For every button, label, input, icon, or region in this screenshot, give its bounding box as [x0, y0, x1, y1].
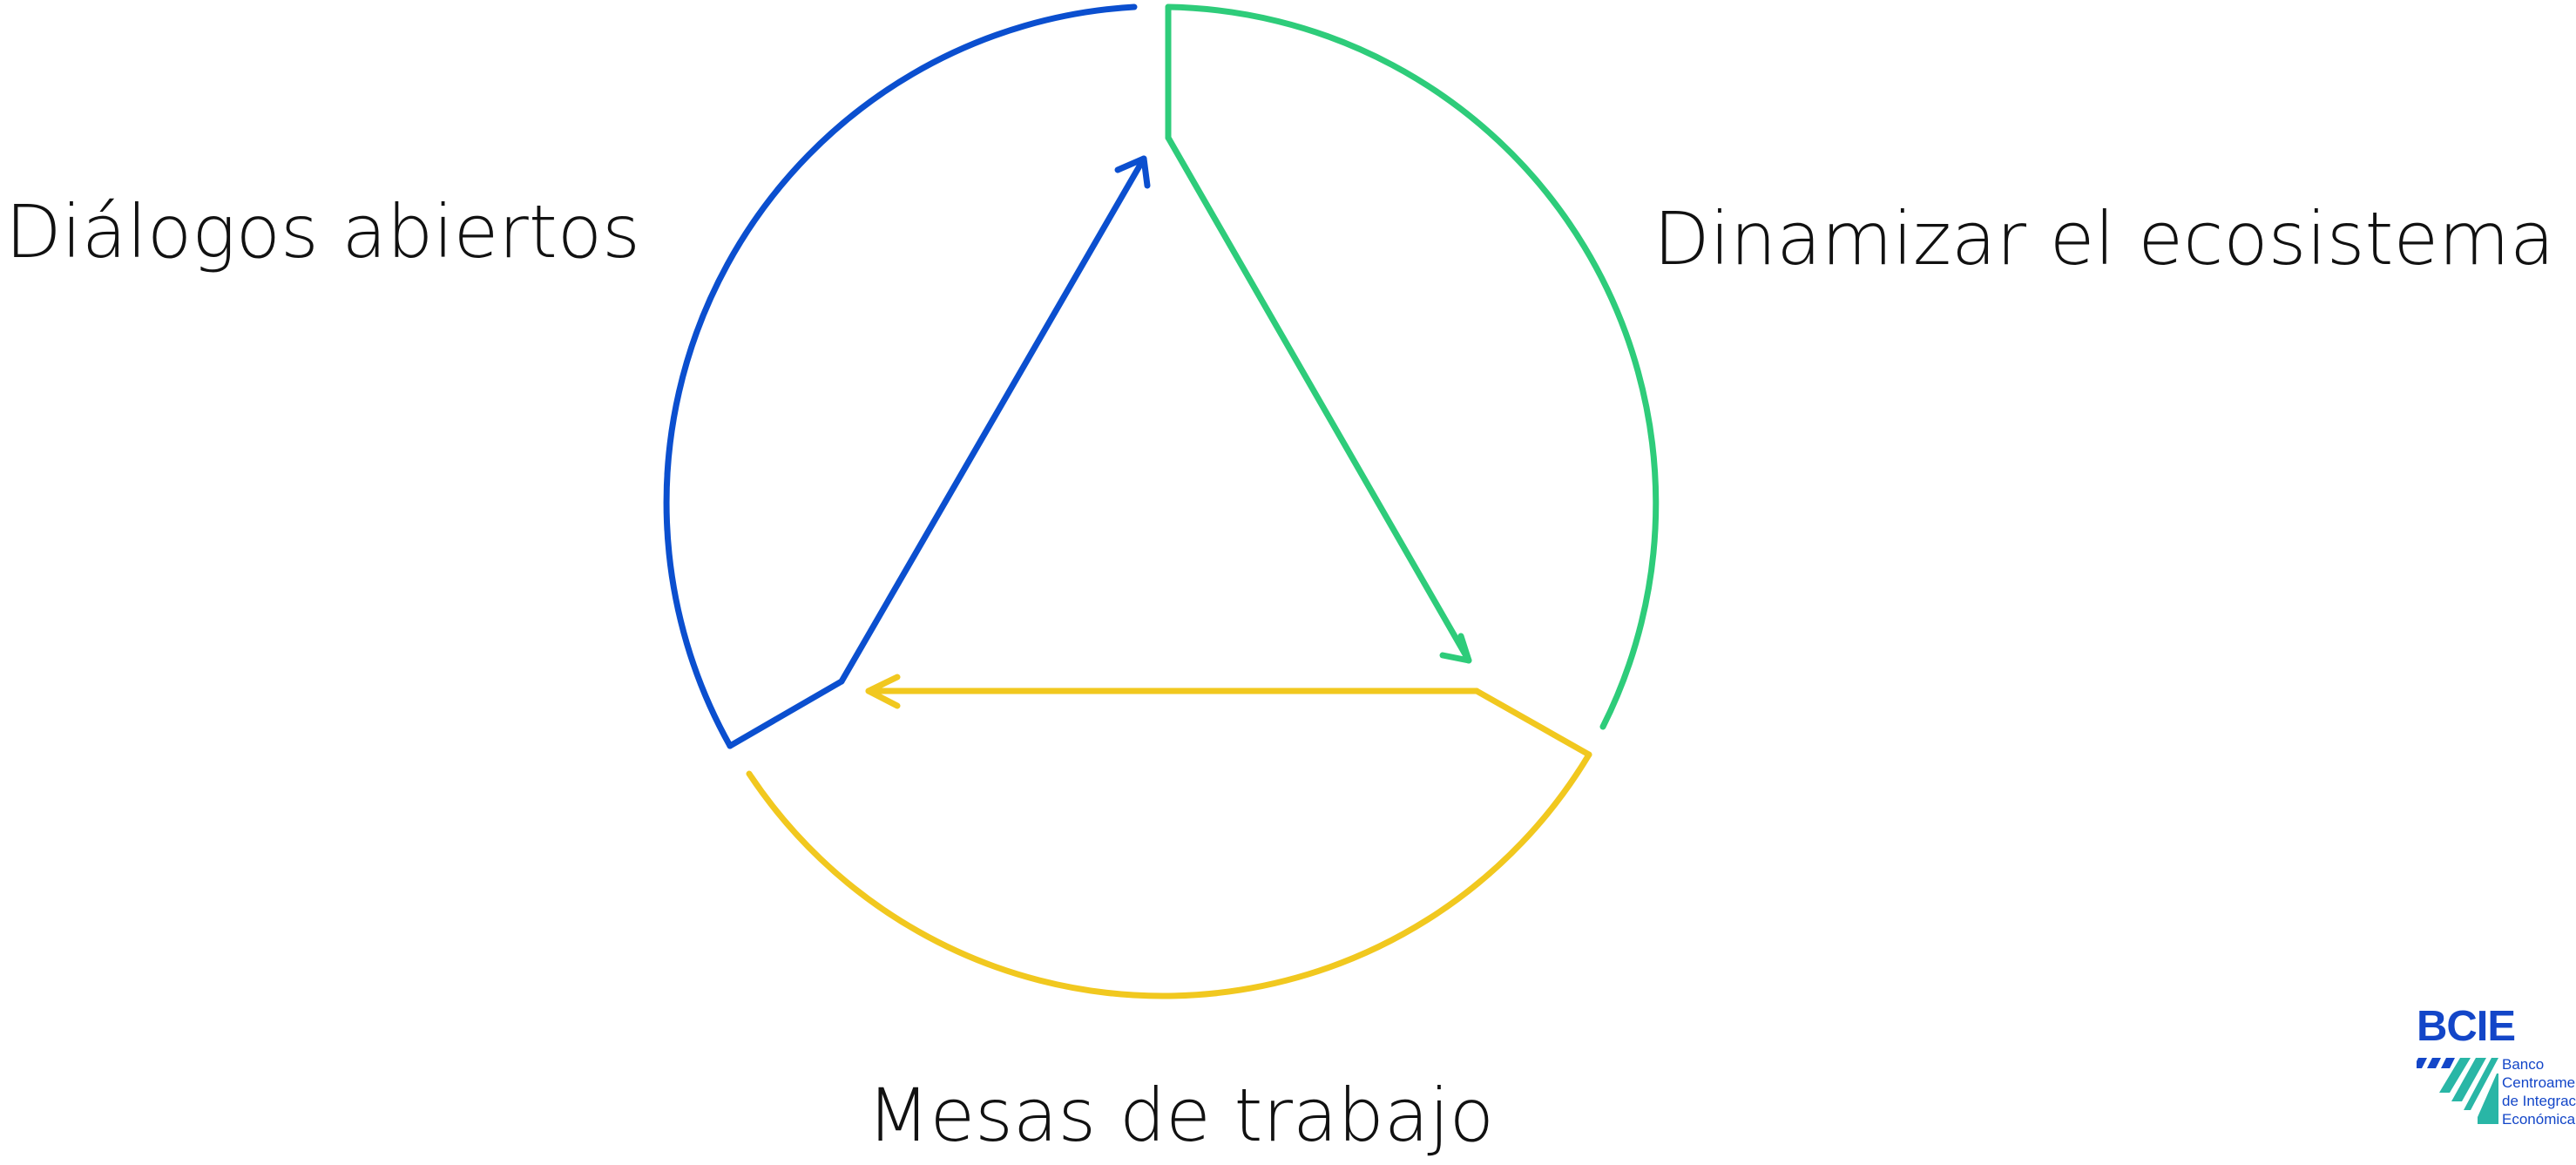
yellow-outer-arc [746, 751, 1592, 999]
logo-subtitle: Banco Centroamericano de Integración Eco… [2502, 1056, 2576, 1128]
label-dinamizar-ecosistema: Dinamizar el ecosistema [1653, 196, 2555, 281]
bcie-stripes-mark-icon [2417, 1058, 2498, 1124]
blue-arrowhead [1114, 155, 1151, 189]
blue-elbow [727, 678, 845, 749]
blue-arrow-line [838, 155, 1147, 685]
green-outer-arc [1165, 3, 1660, 730]
bcie-logo: BCIE Banco Centroamericano de Integració… [2417, 1006, 2576, 1165]
green-arrow-line [1165, 134, 1472, 664]
logo-wordmark: BCIE [2417, 1003, 2516, 1050]
label-mesas-de-trabajo: Mesas de trabajo [867, 1073, 1495, 1158]
green-arrowhead [1439, 633, 1472, 664]
yellow-arrowhead [865, 674, 901, 709]
label-dialogos-abiertos: Diálogos abiertos [5, 189, 640, 274]
yellow-elbow [1473, 687, 1592, 758]
blue-outer-arc [663, 3, 1138, 749]
